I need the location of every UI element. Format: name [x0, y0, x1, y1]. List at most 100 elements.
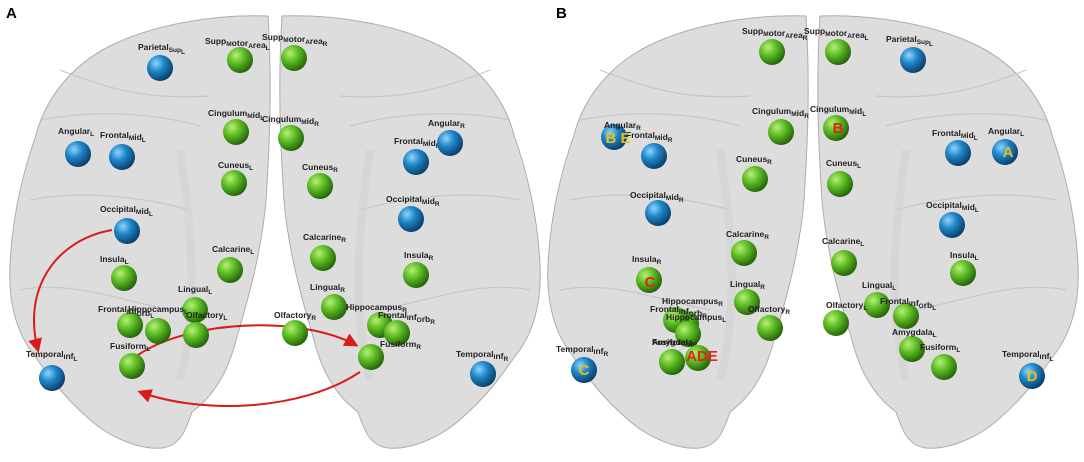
panel-a-label-cuneus-l: CuneusL — [218, 160, 253, 172]
panel-a-node-fusiform-l — [119, 353, 145, 379]
panel-a-node-frontal-mid-r — [403, 149, 429, 175]
panel-b-node-frontal-mid-r — [641, 143, 667, 169]
panel-a-label-temporal-inf-l: TemporalInfL — [26, 349, 77, 363]
panel-a-node-insula-l — [111, 265, 137, 291]
panel-b-node-lingual-l — [864, 292, 890, 318]
panel-b-node-cingulum-mid-r — [768, 119, 794, 145]
panel-a-label-insula-r: InsulaR — [404, 250, 434, 262]
panel-b-label-cingulum-mid-r: CingulumMidR — [752, 106, 809, 120]
panel-b-node-fusiform-l — [931, 354, 957, 380]
panel-a-node-hippocampus-l — [145, 318, 171, 344]
panel-a-node-insula-r — [403, 262, 429, 288]
panel-b-label-frontal-inforb-r: FrontalInfOrbR — [650, 304, 707, 320]
panel-b-node-fusiform-r — [685, 345, 711, 371]
panel-b-node-insula-l — [950, 260, 976, 286]
panel-a-label-calcarine-r: CalcarineR — [303, 232, 346, 244]
panel-letter-a: A — [6, 5, 17, 22]
panel-b-label-temporal-inf-r: TemporalInfR — [556, 344, 608, 358]
panel-b-label-fusiform-l: FusiformL — [920, 342, 960, 354]
panel-b-label-occipital-mid-r: OccipitalMidR — [630, 190, 684, 204]
panel-b-node-insula-r — [636, 267, 662, 293]
panel-a-label-angular-l: AngularL — [58, 126, 94, 138]
panel-a-node-calcarine-r — [310, 245, 336, 271]
panel-a-label-supp-motorarea-r: SuppMotorAreaR — [262, 32, 328, 48]
panel-b-node-lingual-r — [734, 289, 760, 315]
panel-a-label-parietal-sup-l: ParietalSupL — [138, 42, 185, 56]
panel-a-label-occipital-mid-r: OccipitalMidR — [386, 194, 440, 208]
panel-a-label-lingual-r: LingualR — [310, 282, 345, 294]
panel-a-label-cingulum-mid-l: CingulumMidL — [208, 108, 264, 122]
panel-b-mark-c: C — [579, 362, 590, 379]
panel-a-node-lingual-l — [182, 297, 208, 323]
panel-b-node-angular-r — [601, 124, 627, 150]
panel-a-node-cingulum-mid-r — [278, 125, 304, 151]
panel-b-label-lingual-r: LingualR — [730, 279, 765, 291]
panel-b-node-occipital-mid-r — [645, 200, 671, 226]
panel-a-label-fusiform-l: FusiformL — [110, 341, 150, 353]
panel-a-node-angular-l — [65, 141, 91, 167]
panel-b-node-calcarine-r — [731, 240, 757, 266]
panel-b-node-supp-motorarea-r — [759, 39, 785, 65]
panel-a-node-frontal-mid-l — [109, 144, 135, 170]
arrow-fusiform-r-to-fusiform-l — [137, 371, 361, 407]
panel-b-label-cuneus-l: CuneusL — [826, 158, 861, 170]
panel-a-label-occipital-mid-l: OccipitalMidL — [100, 204, 153, 218]
panel-a-label-angular-r: AngularR — [428, 118, 465, 130]
panel-b-label-calcarine-l: CalcarineL — [822, 236, 864, 248]
panel-b-label-olfactory-l: OlfactoryL — [826, 300, 867, 312]
panel-b-label-supp-motorarea-r: SuppMotorAreaR — [742, 26, 808, 42]
panel-b-node-angular-l — [992, 139, 1018, 165]
panel-a-label-temporal-inf-r: TemporalInfR — [456, 349, 508, 363]
panel-b-node-olfactory-r — [757, 315, 783, 341]
panel-b-label-olfactory-r: OlfactoryR — [748, 304, 790, 316]
panel-b-label-insula-r: InsulaR — [632, 254, 662, 266]
panel-a-label-olfactory-l: OlfactoryL — [186, 310, 227, 322]
panel-b-node-frontal-inforb-l — [893, 303, 919, 329]
panel-a-brain — [9, 15, 541, 449]
panel-b-label-temporal-inf-l: TemporalInfL — [1002, 349, 1053, 363]
panel-a-node-supp-motorarea-r — [281, 45, 307, 71]
panel-a-label-olfactory-r: OlfactoryR — [274, 310, 316, 322]
panel-a-node-frontal-inforb-l — [117, 312, 143, 338]
panel-b-label-calcarine-r: CalcarineR — [726, 229, 769, 241]
panel-a-node-occipital-mid-l — [114, 218, 140, 244]
panel-a-node-parietal-sup-l — [147, 55, 173, 81]
panel-a-label-calcarine-l: CalcarineL — [212, 244, 254, 256]
panel-a-label-frontal-mid-l: FrontalMidL — [100, 130, 146, 144]
panel-b-label-parietal-sup-l: ParietalSupL — [886, 34, 933, 48]
panel-a-node-cuneus-l — [221, 170, 247, 196]
panel-a-label-hippocampus-l: HippocampusL — [128, 304, 188, 316]
panel-b-node-supp-motorarea-l — [825, 39, 851, 65]
panel-b-label-frontal-inforb-l: FrontalInfOrbL — [880, 296, 936, 312]
panel-a-label-frontal-inforb-r: FrontalInfOrbR — [378, 310, 435, 326]
panel-a-label-cuneus-r: CuneusR — [302, 162, 338, 174]
panel-b-label-occipital-mid-l: OccipitalMidL — [926, 200, 979, 214]
panel-a-node-olfactory-l — [183, 322, 209, 348]
panel-a-label-frontal-inforb-l: FrontalInfOrbL — [98, 304, 154, 320]
panel-b-label-angular-r: AngularR — [604, 120, 641, 132]
panel-a-node-cingulum-mid-l — [223, 119, 249, 145]
panel-b-left-hemisphere — [547, 15, 809, 449]
panel-b-mark-c: C — [645, 274, 656, 291]
panel-b-label-cingulum-mid-l: CingulumMidL — [810, 104, 866, 118]
panel-b-node-cuneus-r — [742, 166, 768, 192]
panel-b-node-calcarine-l — [831, 250, 857, 276]
panel-a-label-hippocampus-r: HippocampusR — [346, 302, 407, 314]
panel-a-node-lingual-r — [321, 294, 347, 320]
panel-b-node-amygdala-l — [899, 336, 925, 362]
panel-a-node-temporal-inf-l — [39, 365, 65, 391]
panel-a-node-frontal-inforb-r — [384, 320, 410, 346]
panel-b-label-amygdala-l: AmygdalaL — [892, 327, 937, 339]
panel-b-node-occipital-mid-l — [939, 212, 965, 238]
panel-a-node-fusiform-r — [358, 344, 384, 370]
panel-b-label-hippocampus-l: HippocampusL — [666, 312, 726, 324]
panel-b-label-angular-l: AngularL — [988, 126, 1024, 138]
panel-b-label-frontal-mid-r: FrontalMidR — [626, 130, 673, 144]
panel-b-label-fusiform-r: FusiformR — [652, 337, 693, 349]
panel-b-label-insula-l: InsulaL — [950, 250, 979, 262]
arrow-occipital-to-temporal — [28, 229, 113, 353]
panel-a-node-temporal-inf-r — [470, 361, 496, 387]
panel-a-label-cingulum-mid-r: CingulumMidR — [262, 114, 319, 128]
